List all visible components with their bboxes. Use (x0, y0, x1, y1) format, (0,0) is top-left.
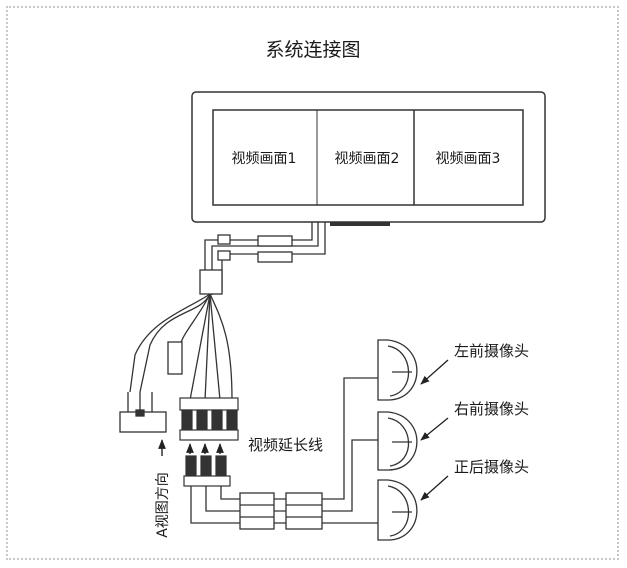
diagram-frame (6, 6, 619, 560)
camera-callouts (420, 359, 449, 501)
camera-label-rear: 正后摄像头 (454, 458, 529, 476)
screen-label-3: 视频画面3 (436, 151, 501, 167)
camera-rear (377, 479, 418, 541)
extension-cable-label: 视频延长线 (248, 436, 323, 454)
camera-left-front (377, 339, 418, 401)
extension-cables (190, 377, 381, 530)
wiring-harness (119, 293, 233, 433)
connection-arrows (158, 439, 224, 456)
monitor-cable (199, 222, 326, 295)
camera-right-front (377, 411, 418, 471)
lower-connectors (183, 455, 231, 487)
monitor (191, 91, 546, 226)
upper-connectors (179, 397, 239, 441)
diagram-title: 系统连接图 (265, 39, 360, 61)
view-direction-label: A视图方向 (155, 472, 171, 538)
screen-label-2: 视频画面2 (335, 151, 400, 167)
camera-label-right-front: 右前摄像头 (454, 400, 529, 418)
camera-label-left-front: 左前摄像头 (454, 342, 529, 360)
screen-label-1: 视频画面1 (232, 151, 297, 167)
